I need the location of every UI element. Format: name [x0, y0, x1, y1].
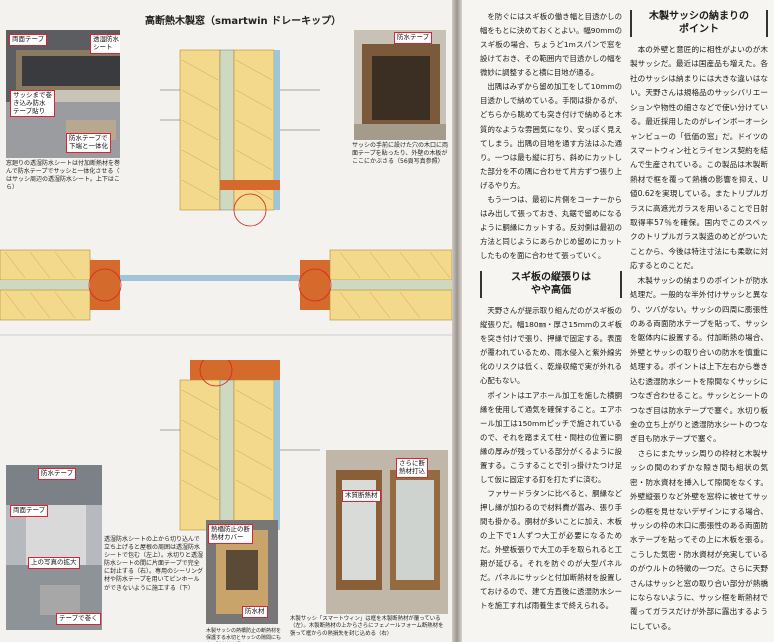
text-column-1: を防ぐにはスギ板の働き幅と目透かしの幅をもとに決めておくとよい。幅90mmのスギ…	[480, 10, 622, 614]
section-drawing-horizontal	[0, 240, 452, 360]
photo-tape-closeup: 防水テープ 両面テープ 上の写真の拡大 テープで巻く	[6, 465, 102, 630]
page-title: 高断熱木製窓（smartwin ドレーキップ）	[145, 16, 342, 27]
caption-bottom: 木製サッシの熱橋防止の断熱材を保護する水切とサッシの隙間にも水の防水材を挿入	[206, 628, 282, 642]
label-bl-tape: 防水テープ	[38, 468, 77, 480]
caption-bottom-left: 透湿防水シートの上から切り込んで立ち上げると屋根の周囲は透湿防水シートで包む（左…	[104, 536, 204, 592]
label-double-tape: 両面テープ	[9, 34, 48, 46]
paragraph: 出隅はみずから留め加工をして10mmの目透かしで納めている。手間は掛かるが、どち…	[480, 82, 622, 190]
label-wood-insulation: 木質断熱材	[342, 490, 381, 502]
paragraph: さらにまたサッシ周りの枠材と木製サッシの間のわずかな隙き間も組状の気密・防水資材…	[630, 448, 768, 631]
label-right-tape: 防水テープ	[394, 32, 433, 44]
photo-sash-hole-image	[354, 30, 446, 140]
photo-sash-hole: 防水テープ	[354, 30, 446, 140]
caption-top: 窓廻りの透湿防水シートは付加断熱材を巻き込んで防水テープでサッシと一体化させる（…	[6, 160, 133, 192]
label-breathable-sheet: 透湿防水 シート	[90, 34, 122, 54]
paragraph: 本の外壁と意匠的に相性がよいのが木製サッシだ。最近は国産品も増えた。各社のサッシ…	[630, 45, 768, 271]
paragraph: ポイントはエアホール加工を施した横胴縁を使用して通気を確保すること。エアホール加…	[480, 390, 622, 484]
right-page: を防ぐにはスギ板の働き幅と目透かしの幅をもとに決めておくとよい。幅90mmのスギ…	[462, 0, 774, 642]
label-extra-insulation: さらに断 熱材打込	[396, 458, 428, 478]
label-integrate-tape: 防水テープで 下端と一体化	[66, 133, 111, 153]
section-heading: スギ板の縦張りは やや高価	[480, 271, 622, 299]
photo-wood-sash: 木質断熱材 さらに断 熱材打込	[326, 450, 448, 614]
paragraph: を防ぐにはスギ板の働き幅と目透かしの幅をもとに決めておくとよい。幅90mmのスギ…	[480, 12, 622, 78]
photo-tape-closeup-image	[6, 465, 102, 630]
caption-right: サッシの手前に設けた穴の木口に両面テープを貼ったり、外壁の木板がここにかぶさる（…	[352, 142, 449, 166]
label-bl-above: 上の写真の拡大	[28, 557, 80, 569]
label-waterproof: 防水材	[242, 606, 268, 618]
text-column-2: 木製サッシの納まりの ポイント 本の外壁と意匠的に相性がよいのが木製サッシだ。最…	[630, 10, 768, 634]
photo-wood-sash-image	[326, 450, 448, 614]
gutter	[452, 0, 462, 642]
label-bl-double: 両面テープ	[10, 505, 49, 517]
label-wrap-tape: サッシまで巻 き込み防水 テープ貼り	[10, 90, 55, 118]
photo-thermal-cover: 熱橋防止の断 熱材カバー 防水材	[206, 520, 278, 624]
section-heading: 木製サッシの納まりの ポイント	[630, 10, 768, 37]
label-cover: 熱橋防止の断 熱材カバー	[208, 524, 253, 544]
photo-window-install: 両面テープ 透湿防水 シート サッシまで巻 き込み防水 テープ貼り 防水テープで…	[6, 30, 132, 158]
paragraph: もう一つは、最初に片側をコーナーからはみ出して張っておき、丸鋸で留めになるように…	[480, 194, 622, 261]
label-bl-wrap: テープで巻く	[56, 613, 101, 625]
paragraph: 天野さんが提示取り組んだのがスギ板の縦張りだ。幅180㎜・厚さ15mmのスギ板を…	[480, 306, 622, 386]
left-page: 高断熱木製窓（smartwin ドレーキップ） 両面テープ 透湿防水 シート サ…	[0, 0, 452, 642]
caption-bottom-right: 木製サッシ「スマートウィン」は框を木製断熱材が覆っている（左）。木製断熱材の上か…	[290, 616, 444, 637]
paragraph: ファサードラタンに比べると、胴縁など押し縁が加わるので材料費が嵩み、張り手間も掛…	[480, 488, 622, 611]
paragraph: 木製サッシの納まりのポイントが防水処理だ。一般的な半外付けサッシと異なり、ツバが…	[630, 275, 768, 444]
